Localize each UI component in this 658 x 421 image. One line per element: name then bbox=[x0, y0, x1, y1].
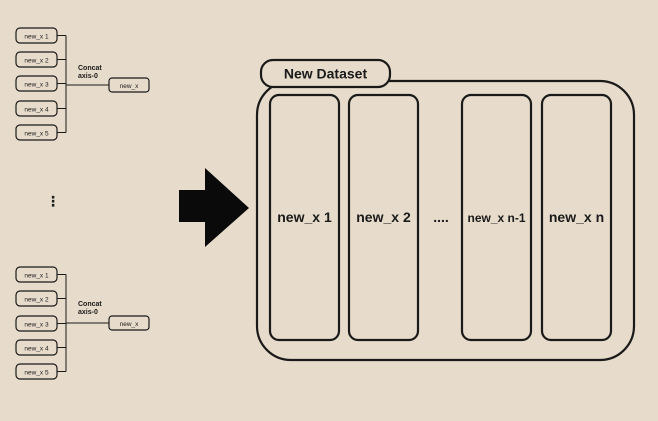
new-dataset: New Dataset new_x 1 new_x 2 .... new_x n… bbox=[255, 58, 636, 362]
concat-bracket bbox=[57, 274, 109, 372]
output-label: new_x bbox=[120, 321, 140, 328]
output-box: new_x bbox=[108, 315, 150, 331]
input-box-1: new_x 1 bbox=[15, 27, 58, 44]
dataset-title: New Dataset bbox=[284, 66, 368, 82]
concat-label: Concat bbox=[78, 301, 102, 308]
dataset-column-1: new_x 1 bbox=[268, 93, 341, 342]
input-box-2: new_x 2 bbox=[15, 290, 58, 307]
concat-group-2: new_x 1 new_x 2 new_x 3 new_x 4 new_x 5 bbox=[15, 266, 150, 380]
column-label: new_x 1 bbox=[277, 209, 332, 225]
concat-bracket bbox=[57, 35, 109, 133]
input-box-4: new_x 4 bbox=[15, 100, 58, 117]
input-label: new_x 2 bbox=[24, 58, 49, 65]
input-label: new_x 4 bbox=[24, 107, 49, 114]
dataset-column-n-minus-1: new_x n-1 bbox=[460, 93, 533, 342]
column-label: new_x n-1 bbox=[467, 211, 525, 225]
input-label: new_x 5 bbox=[24, 370, 49, 377]
input-box-2: new_x 2 bbox=[15, 51, 58, 68]
concat-axis-label: axis-0 bbox=[78, 309, 98, 316]
input-box-5: new_x 5 bbox=[15, 124, 58, 141]
output-label: new_x bbox=[120, 83, 140, 90]
dataset-column-n: new_x n bbox=[540, 93, 613, 342]
input-label: new_x 5 bbox=[24, 131, 49, 138]
concat-label: Concat bbox=[78, 65, 102, 72]
input-label: new_x 1 bbox=[24, 34, 49, 41]
input-label: new_x 3 bbox=[24, 82, 49, 89]
input-box-3: new_x 3 bbox=[15, 315, 58, 332]
dataset-column-2: new_x 2 bbox=[347, 93, 420, 342]
input-box-5: new_x 5 bbox=[15, 363, 58, 380]
input-label: new_x 4 bbox=[24, 346, 49, 353]
concat-group-1: new_x 1 new_x 2 new_x 3 new_x 4 new_x 5 bbox=[15, 27, 150, 141]
right-arrow-icon bbox=[179, 168, 249, 247]
horizontal-ellipsis: .... bbox=[433, 209, 449, 225]
vertical-ellipsis-icon: ⋮ bbox=[46, 193, 60, 209]
input-label: new_x 3 bbox=[24, 322, 49, 329]
output-box: new_x bbox=[108, 77, 150, 93]
input-label: new_x 2 bbox=[24, 297, 49, 304]
concat-axis-label: axis-0 bbox=[78, 73, 98, 80]
column-label: new_x n bbox=[549, 209, 604, 225]
input-box-3: new_x 3 bbox=[15, 75, 58, 92]
input-box-1: new_x 1 bbox=[15, 266, 58, 283]
input-label: new_x 1 bbox=[24, 273, 49, 280]
dataset-title-tab: New Dataset bbox=[259, 58, 392, 89]
input-box-4: new_x 4 bbox=[15, 339, 58, 356]
column-label: new_x 2 bbox=[356, 209, 411, 225]
